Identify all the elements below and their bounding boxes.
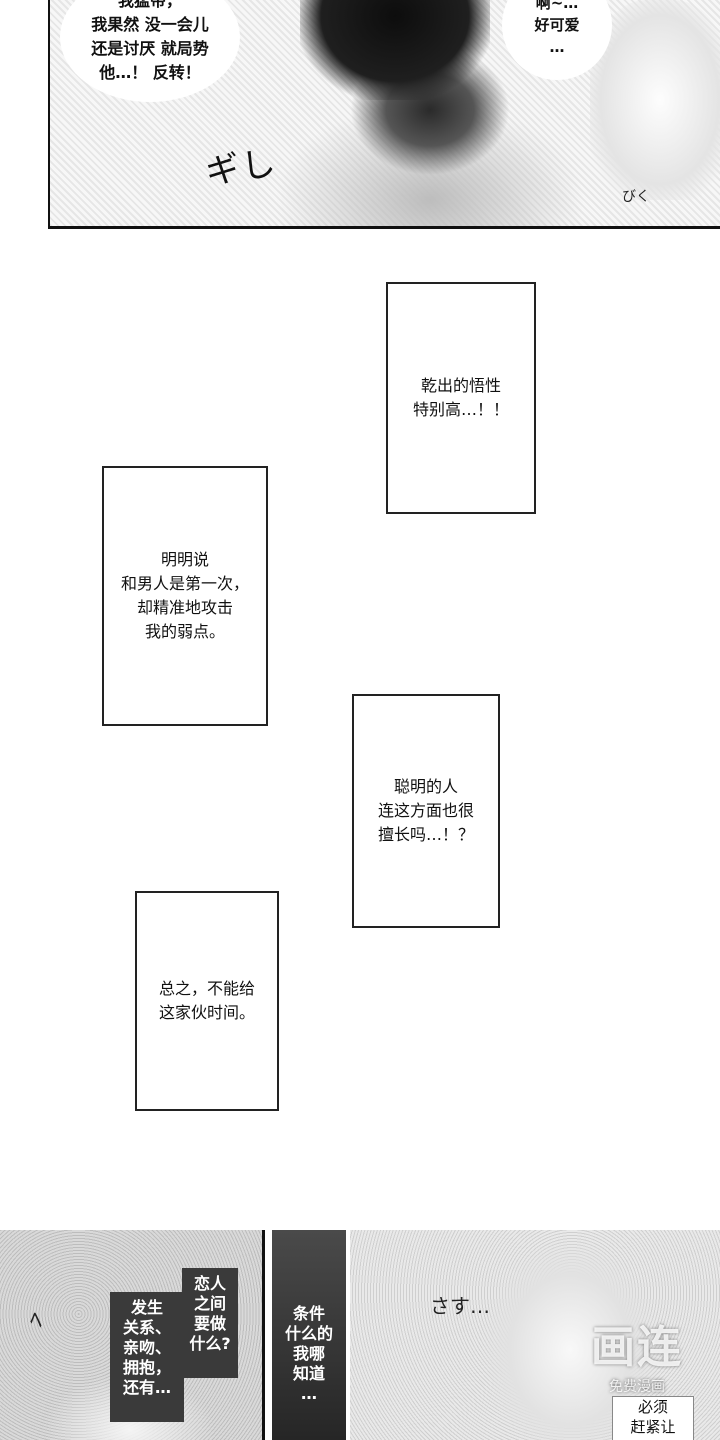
sound-effect: ギし — [203, 143, 280, 193]
sound-effect-small: びく — [622, 189, 650, 205]
caption-bg-a — [182, 1268, 238, 1378]
narration-box-1: 乾出的悟性 特别高…！！ — [386, 282, 536, 514]
manga-panel-bottom-middle: 条件 什么的 我哪 知道 … — [272, 1230, 346, 1440]
caption-bg-b — [110, 1292, 184, 1422]
narration-box-4: 总之，不能给 这家伙时间。 — [135, 891, 279, 1111]
narration-box-2: 明明说 和男人是第一次， 却精准地攻击 我的弱点。 — [102, 466, 268, 726]
character-hair-illustration — [300, 0, 490, 100]
caption-hurry: 必须 赶紧让 — [612, 1396, 694, 1440]
sound-effect-rub: さす… — [430, 1294, 490, 1318]
caption-lovers: 恋人 之间 要做 什么? — [189, 1274, 231, 1353]
manga-panel-bottom-right: さす… 必须 赶紧让 — [350, 1230, 720, 1440]
hand-illustration — [590, 0, 720, 200]
caption-conditions: 条件 什么的 我哪 知道 … — [284, 1304, 333, 1403]
watermark: 画连 免费漫画 — [582, 1320, 692, 1420]
manga-panel-top: 我猛带， 我果然 没一会儿 还是讨厌 就局势 他…！ 反转！ 啊~… 好可爱 …… — [48, 0, 720, 229]
watermark-logo: 画连 — [591, 1322, 683, 1373]
speech-bubble-left: 我猛带， 我果然 没一会儿 还是讨厌 就局势 他…！ 反转！ — [60, 0, 240, 102]
caption-activities: 发生 关系、 亲吻、 拥抱， 还有… — [122, 1298, 171, 1397]
sound-effect-left: ﾍ — [30, 1306, 42, 1334]
manga-panel-bottom-left: ﾍ 恋人 之间 要做 什么? 发生 关系、 亲吻、 拥抱， 还有… — [0, 1230, 265, 1440]
watermark-subtitle: 免费漫画 — [609, 1379, 665, 1395]
narration-box-3: 聪明的人 连这方面也很 擅长吗…！？ — [352, 694, 500, 928]
